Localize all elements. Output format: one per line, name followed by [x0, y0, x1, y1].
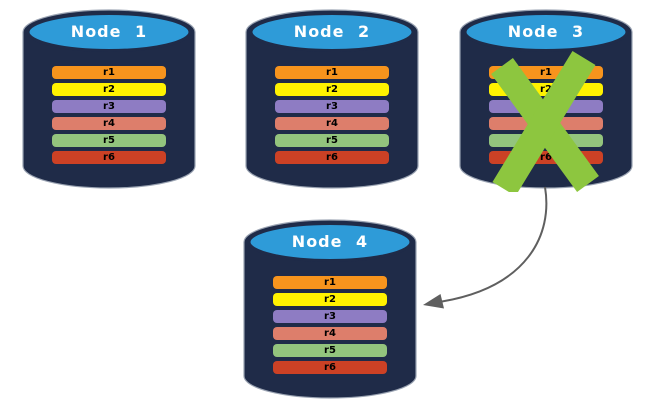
cylinder-lid — [26, 12, 192, 52]
x-cross-icon — [491, 50, 599, 192]
cylinder-lid — [247, 222, 413, 262]
replica-bar: r2 — [273, 293, 387, 306]
node-title: Node 3 — [507, 22, 585, 41]
replica-bar: r5 — [273, 344, 387, 357]
cylinder-lid — [249, 12, 415, 52]
replica-bar: r3 — [273, 310, 387, 323]
replica-bar: r6 — [275, 151, 389, 164]
replica-bar: r4 — [273, 327, 387, 340]
node-title: Node 1 — [70, 22, 148, 41]
replica-bar: r2 — [52, 83, 166, 96]
replica-bar: r3 — [52, 100, 166, 113]
cylinder-lid — [463, 12, 629, 52]
replica-bar: r1 — [275, 66, 389, 79]
node-2: Node 2 r1 r2 r3 r4 r5 r6 — [244, 8, 420, 192]
replica-bar: r5 — [275, 134, 389, 147]
replica-bar: r1 — [273, 276, 387, 289]
node-title: Node 2 — [293, 22, 371, 41]
node-4: Node 4 r1 r2 r3 r4 r5 r6 — [242, 218, 418, 402]
replica-bar: r6 — [52, 151, 166, 164]
node-3: Node 3 r1 r2 r3 r4 r5 r6 — [458, 8, 634, 192]
arrowhead-icon — [423, 294, 444, 309]
replica-bar-list: r1 r2 r3 r4 r5 r6 — [275, 66, 389, 168]
node-1: Node 1 r1 r2 r3 r4 r5 r6 — [21, 8, 197, 192]
replica-bar: r2 — [275, 83, 389, 96]
replica-bar: r5 — [52, 134, 166, 147]
replica-bar: r3 — [275, 100, 389, 113]
replica-bar: r4 — [275, 117, 389, 130]
failover-arrow-line — [441, 186, 548, 303]
replica-bar-list: r1 r2 r3 r4 r5 r6 — [52, 66, 166, 168]
replica-bar: r4 — [52, 117, 166, 130]
replica-bar: r6 — [273, 361, 387, 374]
node-title: Node 4 — [291, 232, 369, 251]
replica-bar-list: r1 r2 r3 r4 r5 r6 — [273, 276, 387, 378]
replica-bar: r1 — [52, 66, 166, 79]
